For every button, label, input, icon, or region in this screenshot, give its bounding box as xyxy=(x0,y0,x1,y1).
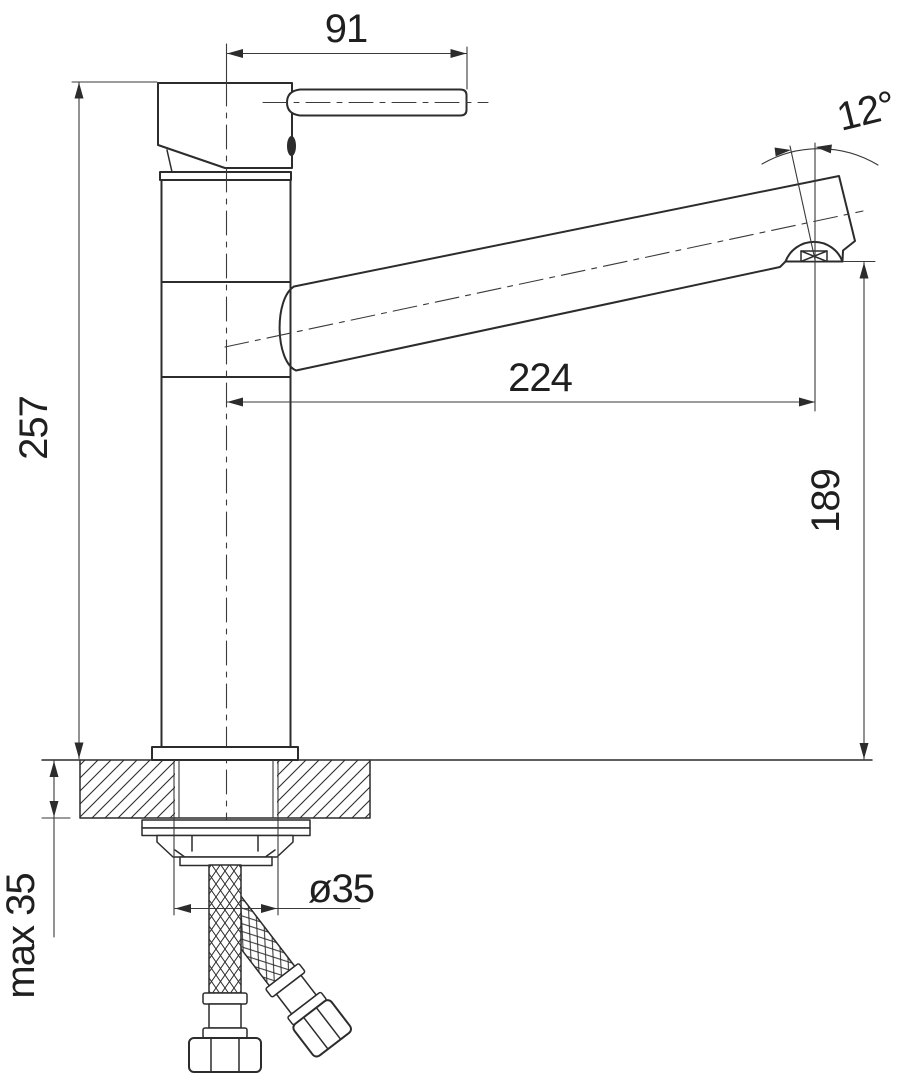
dimension-189: 189 xyxy=(804,260,876,760)
hole-extension-lines xyxy=(173,759,279,916)
vertical-hose-braid xyxy=(209,865,241,993)
shank-collar xyxy=(179,856,273,867)
vertical-hose-tube xyxy=(208,1003,242,1029)
angle-tilted-line xyxy=(789,145,817,263)
dim-label-spout-reach: 224 xyxy=(508,356,572,400)
dimension-257: 257 xyxy=(12,81,158,760)
head-foot-line xyxy=(166,149,173,173)
countertop-edges xyxy=(79,759,371,819)
dim-arrow xyxy=(49,761,59,777)
dim-arrow xyxy=(859,743,869,759)
supply-hose-vertical xyxy=(188,864,262,1073)
faucet-body xyxy=(159,171,292,748)
faucet-head xyxy=(157,82,293,173)
body-column xyxy=(160,179,292,748)
dim-arrow xyxy=(74,742,84,759)
mounting-nut xyxy=(156,834,294,858)
head-housing xyxy=(157,82,293,169)
dim-arrow xyxy=(859,262,869,279)
dimension-max35: max 35 xyxy=(0,759,59,999)
body-ring xyxy=(159,171,292,181)
mounting-nut-facets xyxy=(174,835,276,858)
mounting-hardware xyxy=(141,746,311,867)
dim-arrow xyxy=(175,904,191,913)
angled-hose-nut-facets xyxy=(303,1007,341,1050)
dim-label-outlet-height: 189 xyxy=(804,469,848,533)
faucet-spout xyxy=(278,175,856,372)
base-flange xyxy=(151,746,299,761)
dim-arrow xyxy=(774,147,791,157)
dim-arrow xyxy=(49,801,59,817)
dimension-91: 91 xyxy=(225,7,468,90)
mounting-plate-lower xyxy=(141,827,311,837)
dim-label-max-thickness: max 35 xyxy=(0,873,43,998)
spout-tube xyxy=(278,175,856,372)
countertop-section xyxy=(41,759,873,819)
dim-arrow xyxy=(227,397,243,407)
vertical-hose-nut-facets xyxy=(210,1038,240,1072)
dim-label-total-height: 257 xyxy=(12,396,56,460)
vertical-hose-nut xyxy=(188,1037,262,1073)
dim-label-spout-angle: 12° xyxy=(833,83,899,140)
dim-arrow xyxy=(450,49,467,58)
dim-arrow xyxy=(74,82,84,99)
vertical-hose-collar-2 xyxy=(202,1027,248,1039)
handle-joint-dot xyxy=(287,136,296,156)
dimension-hole-diameter: ø35 xyxy=(173,759,375,916)
dim-arrow xyxy=(227,49,243,58)
mounting-plate-upper xyxy=(141,819,311,829)
vertical-hose-collar-1 xyxy=(202,992,248,1005)
dim-label-hole-diameter: ø35 xyxy=(308,867,374,911)
countertop-hatch-left xyxy=(80,760,175,818)
dim-label-handle-length: 91 xyxy=(325,7,368,51)
spout-centerline xyxy=(224,210,864,348)
dimension-224: 224 xyxy=(226,142,816,412)
angled-hose-nut xyxy=(292,999,352,1058)
dim-arrow xyxy=(815,144,832,154)
countertop-hatch-right xyxy=(277,760,370,818)
dim-arrow xyxy=(799,397,815,407)
faucet-handle xyxy=(286,88,468,156)
dim-arrow xyxy=(261,904,277,913)
handle-lever xyxy=(286,88,468,117)
